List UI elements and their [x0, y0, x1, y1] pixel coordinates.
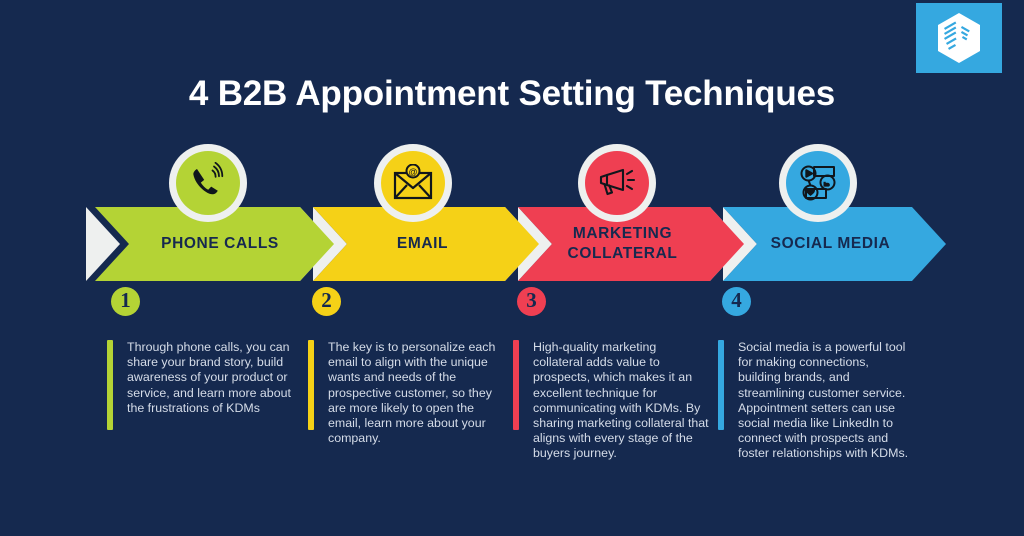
arrow-label-3-line1: MARKETING	[572, 225, 673, 242]
brand-logo	[916, 3, 1002, 73]
step-number-4-value: 4	[731, 288, 742, 312]
step-number-1-value: 1	[120, 288, 131, 312]
arrow-label-2: EMAIL	[396, 235, 449, 252]
arrow-label-1: PHONE CALLS	[161, 235, 279, 252]
svg-text:@: @	[408, 167, 417, 177]
step-number-3: 3	[517, 287, 546, 316]
step-number-3-value: 3	[526, 288, 537, 312]
description-block-4: Social media is a powerful tool for maki…	[718, 340, 914, 462]
description-bar-2	[308, 340, 314, 430]
icon-badge-3-fill	[585, 151, 649, 215]
description-block-2: The key is to personalize each email to …	[308, 340, 504, 446]
description-block-1: Through phone calls, you can share your …	[107, 340, 303, 430]
arrow-step-4	[723, 207, 946, 281]
description-text-2: The key is to personalize each email to …	[328, 340, 496, 446]
description-bar-4	[718, 340, 724, 430]
description-text-4: Social media is a powerful tool for maki…	[738, 340, 909, 461]
icon-badge-4-fill	[786, 151, 850, 215]
arrow-label-3: MARKETING COLLATERAL	[545, 224, 700, 264]
step-number-2: 2	[312, 287, 341, 316]
icon-badge-2: @	[374, 144, 452, 222]
phone-call-icon	[193, 162, 224, 195]
arrow-label-4: SOCIAL MEDIA	[770, 235, 891, 252]
description-text-3: High-quality marketing collateral adds v…	[533, 340, 709, 461]
arrow-step-1	[95, 207, 334, 281]
megaphone-icon	[599, 168, 636, 196]
email-envelope-icon: @	[393, 164, 433, 200]
page-title: 4 B2B Appointment Setting Techniques	[188, 74, 836, 113]
icon-badge-3	[578, 144, 656, 222]
description-block-3: High-quality marketing collateral adds v…	[513, 340, 709, 462]
process-arrow-band	[0, 207, 1024, 281]
arrow-step-3	[518, 207, 744, 281]
step-number-2-value: 2	[321, 288, 332, 312]
icon-badge-1-fill	[176, 151, 240, 215]
icon-badge-1	[169, 144, 247, 222]
arrow-label-3-line2: COLLATERAL	[567, 245, 678, 262]
step-number-1: 1	[111, 287, 140, 316]
icon-badge-4	[779, 144, 857, 222]
social-media-icon	[800, 165, 836, 201]
hexagon-cube-icon	[938, 13, 980, 63]
icon-badge-2-fill: @	[381, 151, 445, 215]
description-text-1: Through phone calls, you can share your …	[127, 340, 291, 415]
arrow-step-2	[313, 207, 539, 281]
step-number-4: 4	[722, 287, 751, 316]
description-bar-1	[107, 340, 113, 430]
description-bar-3	[513, 340, 519, 430]
